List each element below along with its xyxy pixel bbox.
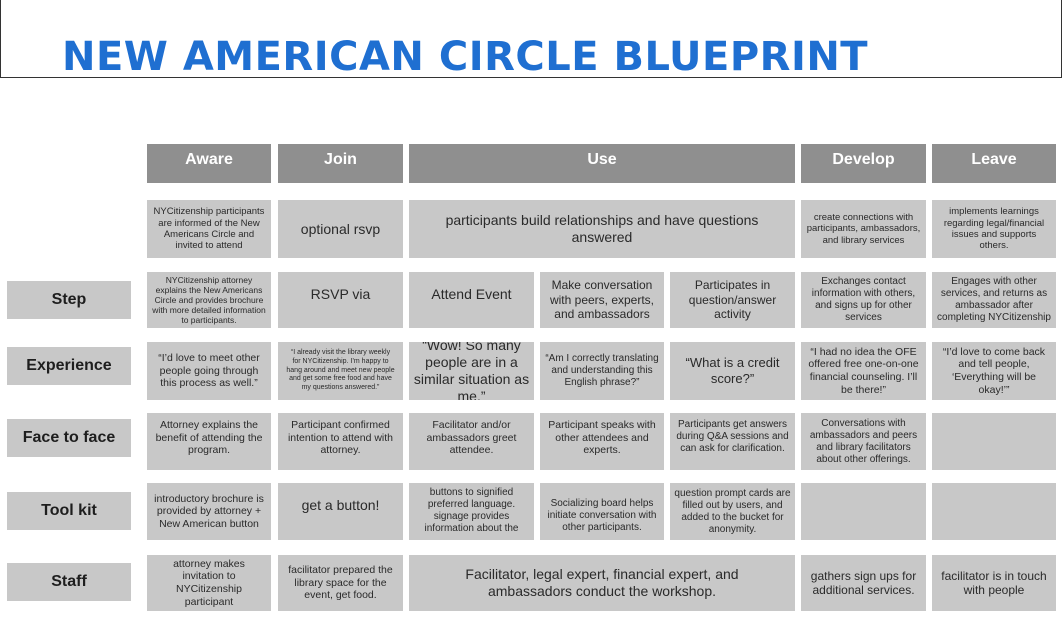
- experience-join: “I already visit the library weekly for …: [278, 342, 403, 400]
- staff-join: facilitator prepared the library space f…: [278, 555, 403, 611]
- experience-develop: “I had no idea the OFE offered free one-…: [801, 342, 926, 400]
- staff-use: Facilitator, legal expert, financial exp…: [409, 555, 795, 611]
- row-label-experience: Experience: [7, 347, 131, 385]
- step-develop: Exchanges contact information with other…: [801, 272, 926, 328]
- face-use-greet: Facilitator and/or ambassadors greet att…: [409, 413, 534, 470]
- face-leave: [932, 413, 1056, 470]
- face-join: Participant confirmed intention to atten…: [278, 413, 403, 470]
- staff-leave: facilitator is in touch with people: [932, 555, 1056, 611]
- face-aware: Attorney explains the benefit of attendi…: [147, 413, 271, 470]
- toolkit-use-prompt-cards: question prompt cards are filled out by …: [670, 483, 795, 540]
- step-aware: NYCitizenship attorney explains the New …: [147, 272, 271, 328]
- toolkit-aware: introductory brochure is provided by att…: [147, 483, 271, 540]
- experience-aware: “I’d love to meet other people going thr…: [147, 342, 271, 400]
- column-header-leave: Leave: [932, 144, 1056, 183]
- column-header-develop: Develop: [801, 144, 926, 183]
- summary-join: optional rsvp: [278, 200, 403, 258]
- column-header-join: Join: [278, 144, 403, 183]
- experience-use-wow: “Wow! So many people are in a similar si…: [409, 342, 534, 400]
- staff-develop: gathers sign ups for additional services…: [801, 555, 926, 611]
- row-label-face-to-face: Face to face: [7, 419, 131, 457]
- summary-aware: NYCitizenship participants are informed …: [147, 200, 271, 258]
- staff-aware: attorney makes invitation to NYCitizensh…: [147, 555, 271, 611]
- column-header-aware: Aware: [147, 144, 271, 183]
- row-label-step: Step: [7, 281, 131, 319]
- experience-use-credit-score: “What is a credit score?”: [670, 342, 795, 400]
- toolkit-join: get a button!: [278, 483, 403, 540]
- row-label-staff: Staff: [7, 563, 131, 601]
- face-use-speaks: Participant speaks with other attendees …: [540, 413, 664, 470]
- toolkit-use-buttons: buttons to signified preferred language.…: [409, 483, 534, 540]
- step-join: RSVP via: [278, 272, 403, 328]
- title-frame: [0, 0, 1062, 78]
- face-use-answers: Participants get answers during Q&A sess…: [670, 413, 795, 470]
- summary-leave: implements learnings regarding legal/fin…: [932, 200, 1056, 258]
- face-develop: Conversations with ambassadors and peers…: [801, 413, 926, 470]
- summary-develop: create connections with participants, am…: [801, 200, 926, 258]
- toolkit-use-socializing-board: Socializing board helps initiate convers…: [540, 483, 664, 540]
- experience-leave: “I’d love to come back and tell people, …: [932, 342, 1056, 400]
- page-title: NEW AMERICAN CIRCLE BLUEPRINT: [62, 34, 869, 80]
- experience-use-translating: “Am I correctly translating and understa…: [540, 342, 664, 400]
- toolkit-leave: [932, 483, 1056, 540]
- step-use-question-answer: Participates in question/answer activity: [670, 272, 795, 328]
- column-header-use: Use: [409, 144, 795, 183]
- step-leave: Engages with other services, and returns…: [932, 272, 1056, 328]
- summary-use: participants build relationships and hav…: [409, 200, 795, 258]
- step-use-make-conversation: Make conversation with peers, experts, a…: [540, 272, 664, 328]
- step-use-attend-event: Attend Event: [409, 272, 534, 328]
- toolkit-develop: [801, 483, 926, 540]
- row-label-tool-kit: Tool kit: [7, 492, 131, 530]
